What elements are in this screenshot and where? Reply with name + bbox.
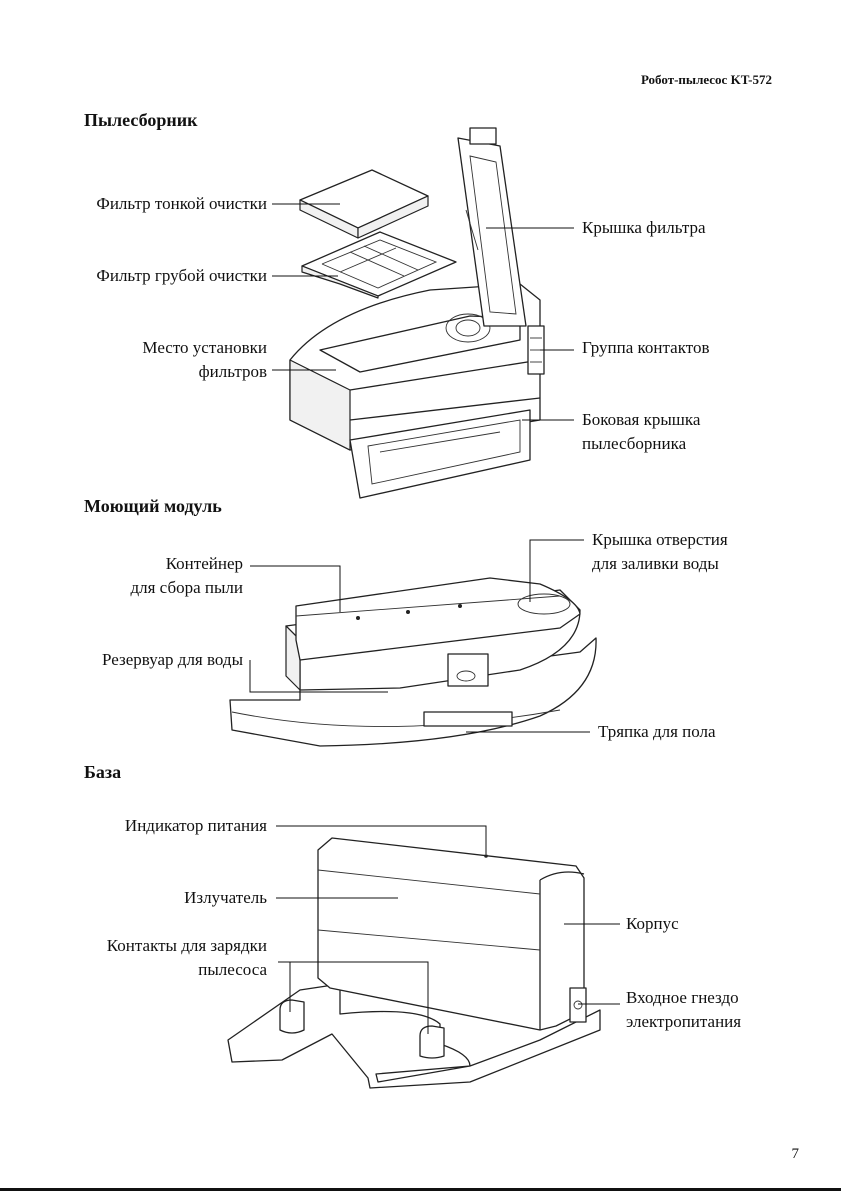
fine-filter-drawing: [299, 169, 429, 239]
section-title-base: База: [84, 762, 122, 782]
label-coarse-filter: Фильтр грубой очистки: [96, 266, 267, 285]
label-dust-container-line2: для сбора пыли: [130, 578, 243, 597]
label-side-cover-line1: Боковая крышка: [582, 410, 701, 429]
wet-module-illustration: [229, 577, 597, 747]
leader-lines: [249, 203, 620, 1034]
document-header-title: Робот-пылесос KT-572: [640, 72, 772, 87]
label-filter-place-line1: Место установки: [142, 338, 267, 357]
label-fill-cover-line2: для заливки воды: [592, 554, 719, 573]
label-filter-place-line2: фильтров: [198, 362, 267, 381]
label-power-jack: Входное гнездо электропитания: [626, 986, 741, 1034]
section-title-wet-module: Моющий модуль: [84, 496, 222, 516]
dustbin-body-drawing: [289, 283, 545, 499]
label-charging-contacts-line2: пылесоса: [198, 960, 267, 979]
label-side-cover: Боковая крышка пылесборника: [582, 408, 700, 456]
label-filter-place: Место установки фильтров: [142, 336, 267, 384]
label-water-tank: Резервуар для воды: [102, 650, 243, 669]
label-charging-contacts-line1: Контакты для зарядки: [106, 936, 267, 955]
label-housing: Корпус: [626, 914, 679, 933]
label-charging-contacts: Контакты для зарядки пылесоса: [107, 934, 267, 982]
label-contacts-group: Группа контактов: [582, 338, 710, 357]
dustbin-illustration: [289, 127, 545, 499]
base-illustration: [227, 837, 601, 1089]
label-fill-cover: Крышка отверстия для заливки воды: [592, 528, 728, 576]
label-mop: Тряпка для пола: [598, 722, 716, 741]
label-power-indicator: Индикатор питания: [124, 816, 267, 835]
label-fine-filter: Фильтр тонкой очистки: [96, 194, 267, 213]
label-filter-cover: Крышка фильтра: [582, 218, 706, 237]
label-dust-container-line1: Контейнер: [165, 554, 243, 573]
label-fill-cover-line1: Крышка отверстия: [592, 530, 728, 549]
label-side-cover-line2: пылесборника: [582, 434, 687, 453]
label-power-jack-line2: электропитания: [626, 1012, 742, 1031]
filter-cover-drawing: [457, 127, 527, 327]
section-title-dustbin: Пылесборник: [84, 110, 198, 130]
page-number: 7: [791, 1146, 800, 1162]
label-dust-container: Контейнер для сбора пыли: [130, 552, 243, 600]
label-emitter: Излучатель: [184, 888, 267, 907]
label-power-jack-line1: Входное гнездо: [626, 988, 739, 1007]
page-bottom-rule: [0, 1188, 841, 1191]
coarse-filter-drawing: [301, 231, 457, 299]
